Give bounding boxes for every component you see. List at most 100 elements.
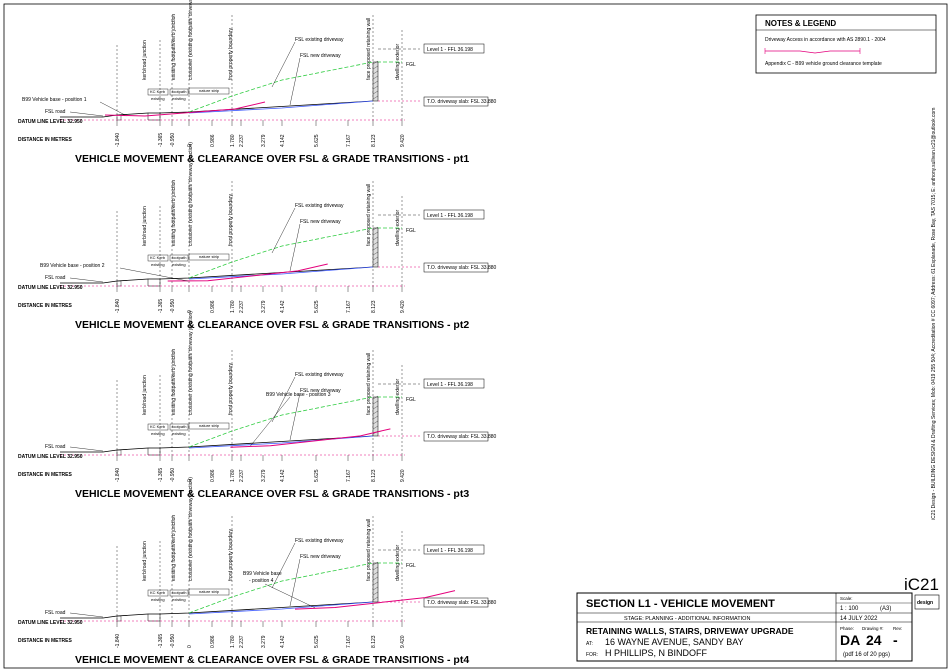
distance-tick-10: 7.167: [346, 134, 352, 147]
nature-strip-label: nature strip: [199, 423, 220, 428]
distance-tick-4: 0.986: [210, 134, 216, 147]
kerb-junction-label: existing footpath/kerb junction: [171, 515, 177, 581]
fsl-existing-label: FSL existing driveway: [295, 203, 344, 209]
legend-note-2: Appendix C - B99 vehicle ground clearanc…: [765, 61, 882, 67]
section-title-pt1: VEHICLE MOVEMENT & CLEARANCE OVER FSL & …: [75, 153, 469, 165]
distance-tick-6: 2.237: [239, 469, 245, 482]
distance-tick-7: 3.279: [261, 134, 267, 147]
section-title-pt3: VEHICLE MOVEMENT & CLEARANCE OVER FSL & …: [75, 488, 469, 500]
distance-tick-6: 2.237: [239, 134, 245, 147]
distance-label: DISTANCE IN METRES: [18, 472, 72, 478]
distance-tick-1: -1.365: [158, 133, 164, 147]
distance-tick-12: 9.420: [400, 469, 406, 482]
nature-strip-label: nature strip: [199, 589, 220, 594]
distance-tick-12: 9.420: [400, 134, 406, 147]
fsl-existing-label: FSL existing driveway: [295, 37, 344, 43]
vehicle-label-pt2: B99 Vehicle base - position 2: [40, 263, 105, 269]
kerb-junction-label: existing footpath/kerb junction: [171, 349, 177, 415]
fsl-new-label: FSL new driveway: [300, 554, 341, 560]
kc-kerb-label: KC Kerb: [150, 255, 166, 260]
datum-label: DATUM LINE LEVEL 32.950: [18, 620, 83, 626]
existing-kerb-label: existing: [151, 262, 165, 267]
crossover-label: crossover (existing footpath/ driveway j…: [188, 477, 194, 581]
section-title-pt4: VEHICLE MOVEMENT & CLEARANCE OVER FSL & …: [75, 654, 469, 666]
kerb-road-junction-label: kerb/road junction: [142, 541, 148, 581]
existing-footpath-label: existing: [172, 431, 186, 436]
distance-tick-2: -0.950: [170, 299, 176, 313]
distance-tick-6: 2.237: [239, 300, 245, 313]
ffl-label: Level 1 - FFL 36.198: [427, 47, 473, 53]
for-label: FOR:: [586, 652, 598, 658]
distance-tick-11: 8.123: [371, 134, 377, 147]
section-pt3: kerb/road junction existing footpath/kerb…: [18, 311, 497, 500]
fsl-road-label: FSL road: [45, 610, 66, 616]
ffl-label: Level 1 - FFL 36.198: [427, 382, 473, 388]
distance-tick-11: 8.123: [371, 300, 377, 313]
distance-tick-3: 0: [187, 479, 193, 482]
vehicle-label-pt3: B99 Vehicle base - position 3: [266, 392, 331, 398]
nature-strip-label: nature strip: [199, 88, 220, 93]
distance-tick-9: 5.625: [314, 469, 320, 482]
ffl-label: Level 1 - FFL 36.198: [427, 213, 473, 219]
ffl-label: Level 1 - FFL 36.198: [427, 548, 473, 554]
distance-tick-8: 4.142: [280, 635, 286, 648]
kc-kerb-label: KC Kerb: [150, 89, 166, 94]
distance-tick-12: 9.420: [400, 635, 406, 648]
fsl-road-label: FSL road: [45, 109, 66, 115]
legend-note-1: Driveway Access in accordance with AS 28…: [765, 37, 886, 43]
rev-value: -: [893, 632, 898, 648]
distance-tick-11: 8.123: [371, 469, 377, 482]
distance-tick-5: 1.780: [230, 134, 236, 147]
fgl-label: FGL: [406, 397, 416, 403]
datum-label: DATUM LINE LEVEL 32.950: [18, 285, 83, 291]
distance-tick-12: 9.420: [400, 300, 406, 313]
distance-tick-10: 7.167: [346, 469, 352, 482]
stage-text: STAGE: PLANNING - ADDITIONAL INFORMATION: [624, 616, 750, 622]
kerb-junction-label: existing footpath/kerb junction: [171, 14, 177, 80]
vehicle-label-pt4: B99 Vehicle base: [243, 571, 282, 577]
distance-tick-2: -0.950: [170, 133, 176, 147]
distance-tick-4: 0.986: [210, 469, 216, 482]
section-pt4: kerb/road junction existing footpath/kerb…: [18, 477, 497, 666]
distance-tick-1: -1.365: [158, 299, 164, 313]
distance-tick-4: 0.986: [210, 300, 216, 313]
pdf-page-count: (pdf 16 of 20 pgs): [843, 652, 890, 658]
fsl-existing-label: FSL existing driveway: [295, 372, 344, 378]
distance-tick-8: 4.142: [280, 300, 286, 313]
slab-label: T.O. driveway slab: FSL 33.880: [427, 600, 497, 606]
existing-footpath-label: existing: [172, 597, 186, 602]
rev-label: Rev:: [893, 626, 902, 631]
at-label: AT:: [586, 641, 593, 647]
distance-tick-5: 1.780: [230, 300, 236, 313]
retaining-wall-label: face proposed retaining wall: [366, 18, 372, 80]
address-text: 16 WAYNE AVENUE, SANDY BAY: [605, 637, 744, 647]
notes-legend: NOTES & LEGEND Driveway Access in accord…: [755, 14, 937, 74]
kerb-road-junction-label: kerb/road junction: [142, 375, 148, 415]
distance-tick-9: 5.625: [314, 635, 320, 648]
kc-kerb-label: KC Kerb: [150, 424, 166, 429]
distance-tick-2: -0.950: [170, 468, 176, 482]
property-boundary-label: front property boundary: [228, 194, 234, 246]
distance-tick-5: 1.780: [230, 469, 236, 482]
distance-tick-7: 3.279: [261, 469, 267, 482]
distance-tick-10: 7.167: [346, 300, 352, 313]
legend-heading: NOTES & LEGEND: [765, 19, 836, 28]
property-boundary-label: front property boundary: [228, 363, 234, 415]
footpath-label: footpath: [172, 590, 186, 595]
drawing-label: Drawing #:: [862, 626, 884, 631]
vehicle-label-2-pt4: - position 4: [249, 578, 274, 584]
existing-kerb-label: existing: [151, 96, 165, 101]
distance-tick-0: -1.840: [115, 634, 121, 648]
project-title: RETAINING WALLS, STAIRS, DRIVEWAY UPGRAD…: [586, 626, 794, 636]
phase-label: Phase:: [840, 626, 854, 631]
distance-tick-5: 1.780: [230, 635, 236, 648]
crossover-label: crossover (existing footpath/ driveway j…: [188, 0, 194, 80]
distance-label: DISTANCE IN METRES: [18, 638, 72, 644]
distance-tick-8: 4.142: [280, 469, 286, 482]
crossover-label: crossover (existing footpath/ driveway j…: [188, 311, 194, 415]
distance-label: DISTANCE IN METRES: [18, 137, 72, 143]
distance-tick-3: 0: [187, 645, 193, 648]
distance-tick-11: 8.123: [371, 635, 377, 648]
